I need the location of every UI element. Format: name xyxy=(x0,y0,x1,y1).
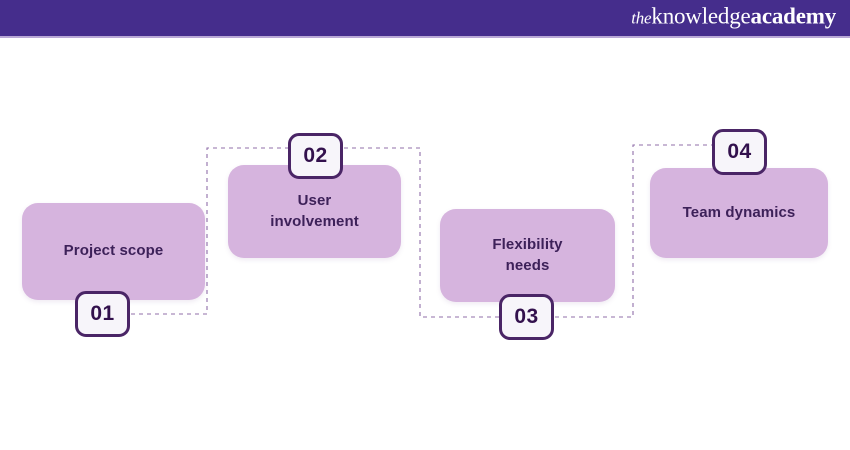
connector-3-to-4 xyxy=(555,144,712,318)
brand-logo: theknowledgeacademy xyxy=(631,4,836,30)
step-badge-1: 01 xyxy=(75,291,130,337)
step-label-4: Team dynamics xyxy=(682,203,796,221)
step-badge-3: 03 xyxy=(499,294,554,340)
step-card-1[interactable]: Project scope xyxy=(22,203,205,300)
logo-text-academy: academy xyxy=(750,3,837,29)
header-bar: theknowledgeacademy xyxy=(0,0,850,38)
connector-lines xyxy=(131,144,712,318)
logo-text-the: the xyxy=(631,8,652,28)
logo-text-knowledge: knowledge xyxy=(651,3,751,29)
step-card-3[interactable]: Flexibility needs xyxy=(440,209,615,302)
step-number-1: 01 xyxy=(90,302,115,325)
step-badge-4: 04 xyxy=(712,129,767,175)
step-card-2[interactable]: User involvement xyxy=(228,165,401,258)
connector-2-to-3 xyxy=(344,147,499,318)
step-number-4: 04 xyxy=(727,140,752,163)
step-card-4[interactable]: Team dynamics xyxy=(650,168,828,258)
connector-1-to-2 xyxy=(131,147,288,315)
step-number-3: 03 xyxy=(514,305,539,328)
step-label-2: User involvement xyxy=(270,192,359,230)
process-flow-diagram: Project scope 01 User involvement 02 Fle… xyxy=(0,38,850,450)
step-label-1: Project scope xyxy=(63,242,164,260)
step-number-2: 02 xyxy=(303,144,328,167)
step-badge-2: 02 xyxy=(288,133,343,179)
step-label-3: Flexibility needs xyxy=(492,236,563,274)
